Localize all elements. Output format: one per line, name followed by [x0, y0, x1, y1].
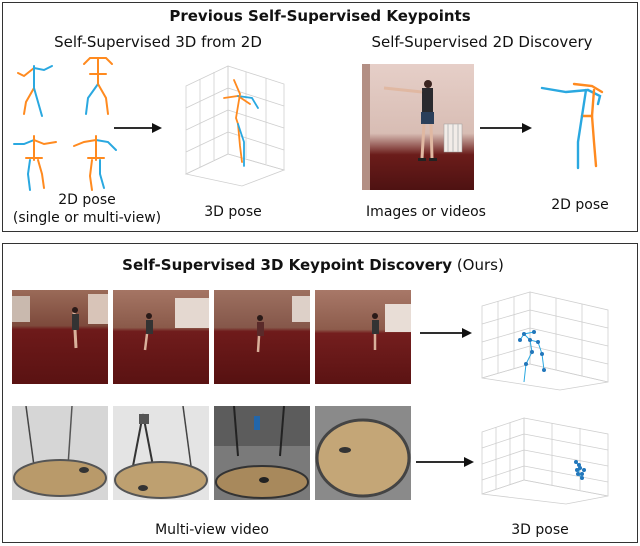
arrow-2d-to-3d [114, 123, 162, 133]
stick-figure-2d-4 [73, 135, 117, 191]
bottom-title-suffix: (Ours) [452, 256, 504, 274]
arena-view-3 [214, 406, 310, 500]
caption-3d-pose-top: 3D pose [204, 204, 262, 220]
stick-figure-2d-3 [13, 135, 57, 191]
caption-2d-pose-line1: 2D pose [58, 192, 116, 208]
caption-multi-view-video: Multi-view video [155, 522, 269, 538]
stick-figure-2d-1 [17, 65, 53, 117]
bottom-title-bold: Self-Supervised 3D Keypoint Discovery [122, 256, 453, 274]
caption-2d-pose-line2: (single or multi-view) [12, 210, 162, 226]
room-view-4 [315, 290, 411, 384]
arena-view-1 [12, 406, 108, 500]
room-view-2 [113, 290, 209, 384]
3d-keypoints-rat-plot [481, 417, 609, 505]
right-section-heading: Self-Supervised 2D Discovery [371, 33, 593, 51]
person-photo [362, 64, 474, 190]
stick-figure-2d-2 [83, 57, 113, 115]
top-panel-title: Previous Self-Supervised Keypoints [169, 7, 471, 25]
arena-view-2 [113, 406, 209, 500]
bottom-panel-title: Self-Supervised 3D Keypoint Discovery (O… [122, 256, 504, 274]
arrow-human-to-3d [420, 328, 472, 338]
3d-pose-plot-top [184, 65, 286, 187]
left-section-heading: Self-Supervised 3D from 2D [54, 33, 262, 51]
arrow-images-to-2d [480, 123, 532, 133]
3d-keypoints-human-plot [481, 291, 609, 391]
arrow-rat-to-3d [416, 457, 474, 467]
room-view-1 [12, 290, 108, 384]
previous-methods-panel [2, 2, 638, 232]
caption-3d-pose-bottom: 3D pose [511, 522, 569, 538]
arena-view-4 [315, 406, 411, 500]
stick-figure-2d-output [540, 82, 604, 170]
caption-images-or-videos: Images or videos [366, 204, 486, 220]
room-view-3 [214, 290, 310, 384]
caption-2d-pose-output: 2D pose [551, 197, 609, 213]
